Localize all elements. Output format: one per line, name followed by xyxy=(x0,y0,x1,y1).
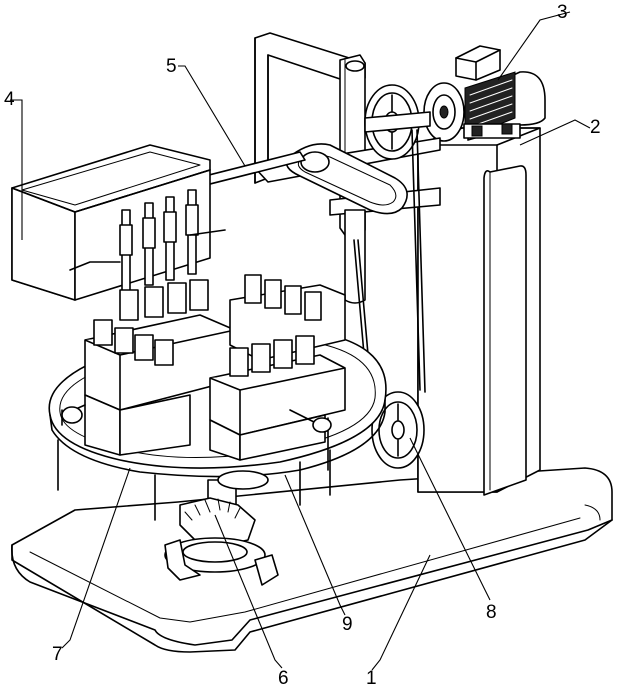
liquid-tank xyxy=(11,144,211,301)
left-fixture xyxy=(61,279,236,456)
filling-nozzles xyxy=(69,189,226,293)
front-fixture xyxy=(209,335,346,471)
label-9: 9 xyxy=(342,614,353,635)
label-8: 8 xyxy=(486,602,497,623)
base-plate xyxy=(11,467,613,653)
leader-lines xyxy=(10,11,591,671)
back-fixture xyxy=(229,274,346,361)
upper-pulley xyxy=(364,84,431,160)
label-5: 5 xyxy=(166,56,177,77)
label-2: 2 xyxy=(590,117,601,138)
label-7: 7 xyxy=(52,644,63,665)
label-4: 4 xyxy=(4,89,15,110)
label-1: 1 xyxy=(366,668,377,686)
electric-motor xyxy=(423,45,546,142)
label-6: 6 xyxy=(278,668,289,686)
support-column xyxy=(417,127,541,496)
label-3: 3 xyxy=(557,2,568,23)
small-pulley-belt xyxy=(285,143,408,215)
